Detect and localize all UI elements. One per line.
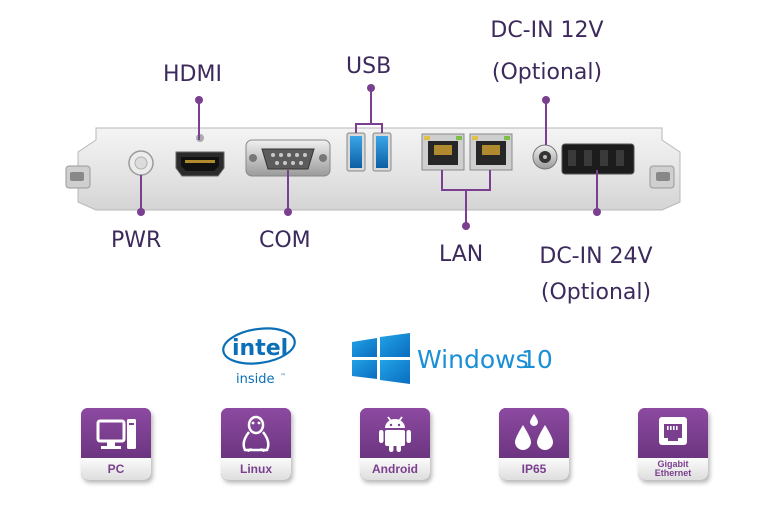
dc-in-12v-optional-label: (Optional) xyxy=(491,60,603,85)
svg-text:10: 10 xyxy=(521,345,553,374)
power-button-port xyxy=(128,150,154,176)
windows-10-logo: Windows 10 xyxy=(352,333,553,384)
dc-in-24v-optional-label: (Optional) xyxy=(540,280,652,305)
tile-label: IP65 xyxy=(499,458,569,480)
hdmi-port xyxy=(175,134,225,177)
android-tile: Android xyxy=(360,408,430,480)
usb-label: USB xyxy=(346,54,392,79)
dc-in-24v-label: DC-IN 24V xyxy=(539,244,653,269)
tile-label-line2: Ethernet xyxy=(654,468,692,478)
intel-inside-logo: intel inside ™ xyxy=(222,327,296,387)
ip65-tile: IP65 xyxy=(499,408,569,480)
tile-label: Linux xyxy=(221,458,291,480)
gigabit-ethernet-tile: Gigabit Ethernet xyxy=(638,408,708,480)
pc-tile: PC xyxy=(81,408,151,480)
linux-penguin-icon xyxy=(242,415,270,452)
dc-in-12v-jack xyxy=(532,144,558,170)
pc-icon xyxy=(96,419,136,449)
svg-text:Windows: Windows xyxy=(417,345,529,374)
pwr-label: PWR xyxy=(111,228,162,253)
usb-ports xyxy=(346,132,392,172)
linux-tile: Linux xyxy=(221,408,291,480)
tile-label: PC xyxy=(81,458,151,480)
hdmi-label: HDMI xyxy=(163,62,222,87)
ethernet-port-icon xyxy=(659,417,687,445)
water-drops-icon xyxy=(515,414,553,450)
tile-label: Android xyxy=(360,458,430,480)
android-icon xyxy=(379,416,411,452)
svg-text:intel: intel xyxy=(232,336,288,361)
dc-in-12v-label: DC-IN 12V xyxy=(490,18,604,43)
lan-ports xyxy=(421,133,513,171)
dc-in-24v-terminal xyxy=(561,143,635,175)
lan-label: LAN xyxy=(439,242,484,267)
svg-text:inside: inside xyxy=(236,372,275,387)
svg-text:™: ™ xyxy=(280,373,286,380)
leader-lines xyxy=(137,84,601,230)
com-port xyxy=(245,139,331,177)
tile-label-line1: Gigabit xyxy=(657,459,689,469)
tile-label: Gigabit Ethernet xyxy=(638,458,708,480)
com-label: COM xyxy=(259,228,311,253)
